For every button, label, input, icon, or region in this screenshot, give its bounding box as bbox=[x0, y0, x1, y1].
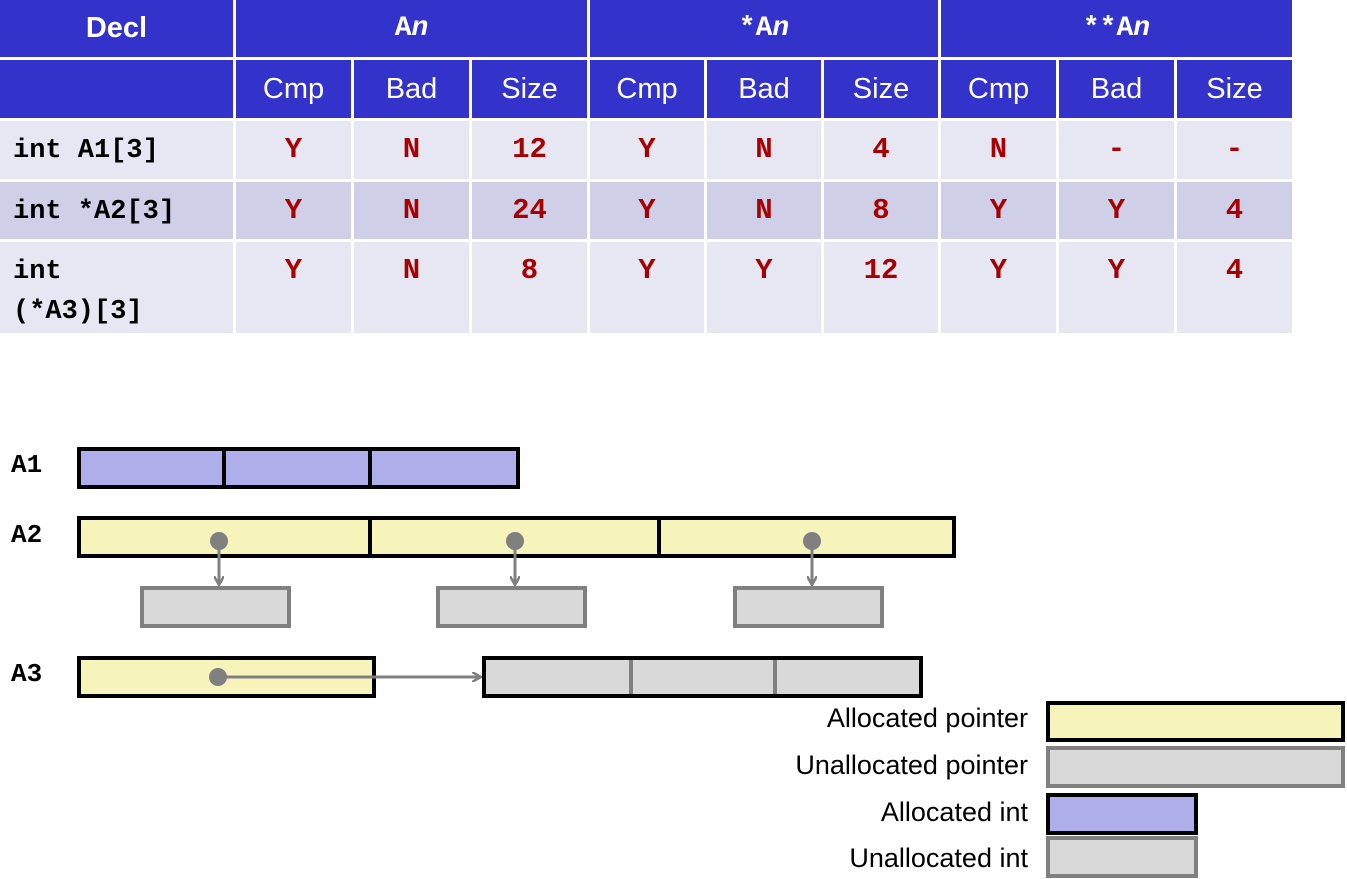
subheader-bad: Bad bbox=[354, 60, 469, 118]
table-cell: N bbox=[707, 182, 821, 239]
decl-text: int *A2[3] bbox=[13, 197, 176, 227]
header-star-an-prefix: *A bbox=[738, 13, 773, 44]
header-decl-label: Decl bbox=[85, 12, 148, 44]
header-star-an: *An bbox=[590, 0, 938, 57]
table-cell: Y bbox=[941, 242, 1056, 333]
table-row: int (*A3)[3] Y N 8 Y Y 12 Y Y 4 bbox=[0, 242, 1292, 333]
cell-divider bbox=[222, 451, 226, 485]
table-cell: 24 bbox=[472, 182, 587, 239]
a2-arrow-1 bbox=[210, 532, 228, 584]
table-cell: Y bbox=[236, 121, 351, 179]
header-dstar-an: **An bbox=[941, 0, 1292, 57]
table-cell: 4 bbox=[824, 121, 938, 179]
table-cell: N bbox=[354, 121, 469, 179]
table-cell: N bbox=[354, 242, 469, 333]
table-cell: Y bbox=[1059, 242, 1174, 333]
table-cell: Y bbox=[236, 242, 351, 333]
legend-allocated-pointer-swatch bbox=[1046, 701, 1345, 742]
decl-text-line2: (*A3)[3] bbox=[13, 297, 143, 327]
header-an: An bbox=[236, 0, 587, 57]
cell-divider bbox=[368, 451, 372, 485]
a3-arrow bbox=[209, 668, 480, 686]
subheader-size: Size bbox=[824, 60, 938, 118]
table-cell: N bbox=[941, 121, 1056, 179]
header-an-prefix: A bbox=[394, 13, 412, 44]
a2-target-int-2 bbox=[436, 586, 587, 628]
legend-allocated-int-label: Allocated int bbox=[880, 797, 1028, 827]
decl-cell: int *A2[3] bbox=[0, 182, 233, 239]
decl-text: int bbox=[13, 257, 62, 287]
subheader-cmp: Cmp bbox=[590, 60, 704, 118]
a2-arrow-2 bbox=[506, 532, 524, 584]
table-cell: Y bbox=[941, 182, 1056, 239]
table-cell: 4 bbox=[1177, 182, 1292, 239]
legend-unallocated-pointer-label: Unallocated pointer bbox=[795, 750, 1028, 780]
header-decl: Decl bbox=[0, 0, 233, 57]
table-cell: Y bbox=[590, 242, 704, 333]
a2-target-int-3 bbox=[733, 586, 884, 628]
table-cell: - bbox=[1059, 121, 1174, 179]
table-cell: 8 bbox=[824, 182, 938, 239]
legend-unallocated-int-label: Unallocated int bbox=[849, 843, 1028, 873]
table-cell: Y bbox=[236, 182, 351, 239]
table-cell: N bbox=[707, 121, 821, 179]
table-cell: 12 bbox=[824, 242, 938, 333]
legend-unallocated-pointer-swatch bbox=[1046, 746, 1345, 788]
a1-int-array bbox=[77, 447, 520, 489]
cell-divider bbox=[629, 660, 633, 694]
label-a1: A1 bbox=[11, 450, 43, 480]
table-row: int *A2[3] Y N 24 Y N 8 Y Y 4 bbox=[0, 182, 1292, 239]
table-cell: 4 bbox=[1177, 242, 1292, 333]
subheader-bad: Bad bbox=[1059, 60, 1174, 118]
subheader-size: Size bbox=[1177, 60, 1292, 118]
decl-cell: int A1[3] bbox=[0, 121, 233, 179]
table-cell: Y bbox=[707, 242, 821, 333]
subheader-empty bbox=[0, 60, 233, 118]
header-an-var: n bbox=[411, 13, 429, 44]
table-row: int A1[3] Y N 12 Y N 4 N - - bbox=[0, 121, 1292, 179]
declaration-table: Decl An *An **An Cmp Bad Size Cmp Bad Si… bbox=[0, 0, 1295, 336]
legend-unallocated-int-swatch bbox=[1046, 836, 1198, 878]
decl-text: int A1[3] bbox=[13, 136, 159, 166]
table-cell: - bbox=[1177, 121, 1292, 179]
decl-cell: int (*A3)[3] bbox=[0, 242, 233, 333]
cell-divider bbox=[368, 520, 372, 554]
table-cell: N bbox=[354, 182, 469, 239]
header-star-an-var: n bbox=[772, 13, 790, 44]
header-dstar-an-prefix: **A bbox=[1082, 13, 1134, 44]
a2-arrow-3 bbox=[803, 532, 821, 584]
legend-allocated-int-swatch bbox=[1046, 793, 1198, 835]
table-cell: Y bbox=[590, 182, 704, 239]
legend-allocated-pointer-label: Allocated pointer bbox=[826, 703, 1028, 733]
subheader-cmp: Cmp bbox=[941, 60, 1056, 118]
table-cell: Y bbox=[1059, 182, 1174, 239]
subheader-cmp: Cmp bbox=[236, 60, 351, 118]
table-cell: 12 bbox=[472, 121, 587, 179]
a3-target-array bbox=[482, 656, 923, 698]
label-a3: A3 bbox=[11, 659, 43, 689]
a2-target-int-1 bbox=[140, 586, 291, 628]
header-dstar-an-var: n bbox=[1133, 13, 1151, 44]
subheader-bad: Bad bbox=[707, 60, 821, 118]
subheader-size: Size bbox=[472, 60, 587, 118]
cell-divider bbox=[773, 660, 777, 694]
label-a2: A2 bbox=[11, 520, 43, 550]
table-cell: Y bbox=[590, 121, 704, 179]
table-cell: 8 bbox=[472, 242, 587, 333]
cell-divider bbox=[657, 520, 661, 554]
